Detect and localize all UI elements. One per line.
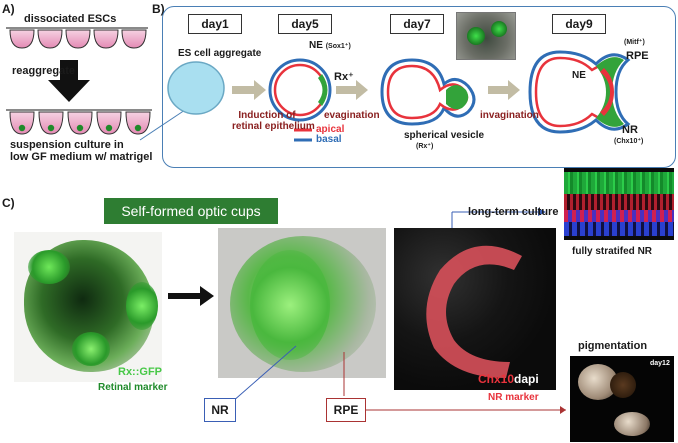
dissociated-escs-label: dissociated ESCs (24, 13, 117, 25)
day7-box: day7 (390, 14, 444, 34)
well-plate-top (6, 27, 148, 49)
day12-label: day12 (650, 360, 670, 367)
panel-a-letter: A) (2, 2, 15, 16)
pigmentation-label: pigmentation (578, 340, 648, 352)
apical-label: apical (316, 124, 345, 135)
chx10-label: (Chx10⁺) (614, 138, 644, 145)
panel-c-letter: C) (2, 196, 15, 210)
reaggregate-arrow (48, 60, 90, 102)
induction-label: Induction of retinal epithelium (232, 110, 315, 132)
panel-b-frame (162, 6, 676, 168)
chx10-micrograph (394, 228, 556, 390)
induction-line1: Induction of (238, 110, 296, 121)
well-plate-bottom (6, 109, 152, 135)
day1-box: day1 (188, 14, 242, 34)
sox1-text: (Sox1⁺) (325, 43, 351, 50)
chx10-dapi-label: Chx10dapi (478, 372, 539, 386)
ne-sox1-label: NE (Sox1⁺) (309, 40, 351, 51)
spherical-vesicle-label: spherical vesicle (404, 130, 485, 141)
basal-label: basal (316, 134, 342, 145)
invagination-arrow (488, 80, 520, 100)
long-term-culture-label: long-term culture (468, 206, 559, 218)
invagination-label: invagination (480, 110, 539, 121)
day7-micrograph (456, 12, 516, 60)
mitf-label: (Mitf⁺) (624, 39, 645, 46)
optic-cup-arrow (168, 286, 214, 306)
day9-nr-label: NR (622, 124, 638, 136)
es-cell-aggregate (167, 61, 225, 115)
day9-optic-cup (528, 50, 631, 134)
dapi-text: dapi (514, 372, 539, 386)
nr-callout-box: NR (204, 398, 236, 422)
rx-plus-label: Rx⁺ (334, 71, 354, 83)
rpe-label: RPE (626, 50, 649, 62)
retinal-marker-label: Retinal marker (98, 382, 168, 393)
chx10-text: Chx10 (478, 372, 515, 386)
nr-marker-label: NR marker (488, 392, 539, 403)
rxgfp-label: Rx::GFP (118, 366, 162, 378)
self-formed-banner: Self-formed optic cups (104, 198, 278, 224)
panel-a-to-b-connector (139, 109, 186, 141)
panel-b-diagram (167, 50, 631, 142)
day9-ne-label: NE (572, 70, 586, 81)
spherical-rx-label: (Rx⁺) (416, 143, 434, 150)
rxgfp-micrograph (14, 232, 162, 382)
panel-b-letter: B) (152, 2, 165, 16)
chx10-cup-shape (426, 245, 522, 378)
fully-stratified-label: fully stratifed NR (572, 246, 653, 257)
day5-box: day5 (278, 14, 332, 34)
day7-vesicle (380, 58, 476, 126)
stratified-nr-micrograph (564, 168, 674, 240)
optic-cup-micrograph (218, 228, 386, 378)
evagination-arrow (336, 80, 368, 100)
pigmentation-micrograph: day12 (570, 356, 674, 442)
ne-text: NE (309, 40, 323, 51)
evagination-label: evagination (324, 110, 380, 121)
suspension-label-line2: low GF medium w/ matrigel (10, 151, 153, 163)
rpe-callout-box: RPE (326, 398, 366, 422)
induction-arrow (232, 80, 266, 100)
day5-vesicle (268, 58, 332, 122)
panel-a-graphic (6, 27, 152, 135)
day9-box: day9 (552, 14, 606, 34)
suspension-label-line1: suspension culture in (10, 139, 124, 151)
induction-line2: retinal epithelium (232, 121, 315, 132)
es-aggregate-label: ES cell aggregate (178, 48, 262, 59)
reaggregate-label: reaggregate (12, 65, 75, 77)
